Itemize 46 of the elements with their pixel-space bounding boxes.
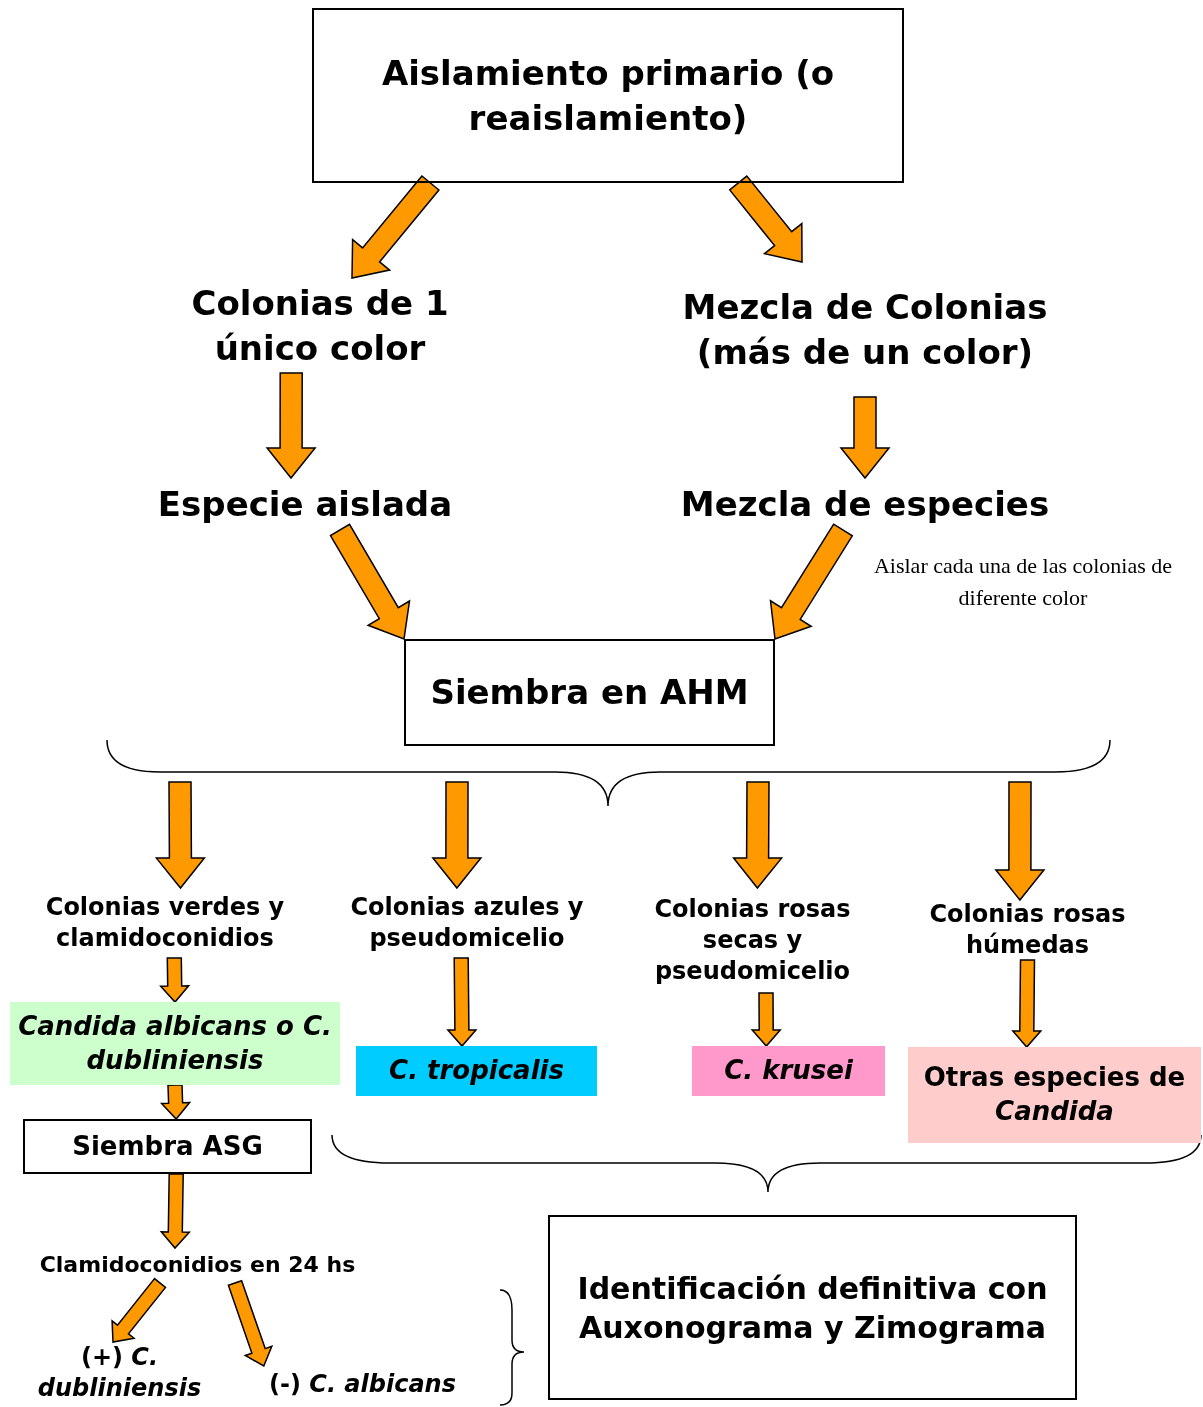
step-label: Colonias de 1 único color: [160, 278, 480, 373]
block-arrow: [732, 781, 784, 890]
result-box: [356, 1046, 597, 1096]
box-text: Aislamiento primario (o reaislamiento): [380, 52, 836, 140]
box-text: Siembra ASG: [72, 1129, 263, 1163]
step-label: (-) C. albicans: [245, 1366, 480, 1404]
result-box: [908, 1047, 1201, 1143]
block-arrow: [154, 781, 206, 890]
block-arrow: [750, 992, 782, 1048]
block-arrow: [728, 175, 803, 263]
box-text: Siembra en AHM: [430, 671, 749, 715]
box-text: Candida albicans o C. dubliniensis: [17, 1009, 333, 1077]
block-arrow: [111, 1277, 167, 1343]
block-arrow: [839, 396, 891, 480]
step-label: (+) C. dubliniensis: [12, 1342, 227, 1404]
box-text: Otras especies de Candida: [922, 1061, 1187, 1128]
block-arrow: [994, 781, 1046, 902]
block-arrow: [159, 1084, 192, 1121]
process-box: [404, 639, 775, 746]
step-label: Clamidoconidios en 24 hs: [10, 1248, 385, 1283]
step-label: Colonias verdes y clamidoconidios: [10, 888, 320, 958]
step-label: Mezcla de Colonias (más de un color): [655, 262, 1075, 397]
block-arrow: [1011, 959, 1043, 1049]
result-box: [692, 1046, 885, 1096]
block-arrow: [265, 372, 317, 480]
step-label: Especie aislada: [130, 478, 480, 530]
block-arrow: [227, 1279, 274, 1368]
box-text: Identificación definitiva con Auxonograma y Zimograma: [576, 1269, 1049, 1347]
block-arrow: [446, 957, 478, 1048]
note-text: Aislar cada una de las colonias de diferente color: [872, 552, 1174, 612]
box-text: C. krusei: [724, 1054, 853, 1088]
block-arrow: [351, 174, 440, 279]
block-arrow: [769, 523, 854, 640]
process-box: [23, 1119, 312, 1174]
step-label: Colonias azules y pseudomicelio: [322, 888, 612, 958]
block-arrow: [159, 1173, 191, 1250]
block-arrow: [159, 957, 191, 1004]
step-label: Colonias rosas húmedas: [900, 900, 1155, 960]
box-text: C. tropicalis: [389, 1054, 564, 1088]
step-label: Colonias rosas secas y pseudomicelio: [630, 888, 875, 993]
block-arrow: [431, 781, 483, 890]
process-box: [312, 8, 904, 183]
block-arrow: [329, 523, 411, 641]
step-label: Mezcla de especies: [645, 478, 1085, 530]
result-box: [10, 1002, 340, 1085]
process-box: [548, 1215, 1077, 1400]
